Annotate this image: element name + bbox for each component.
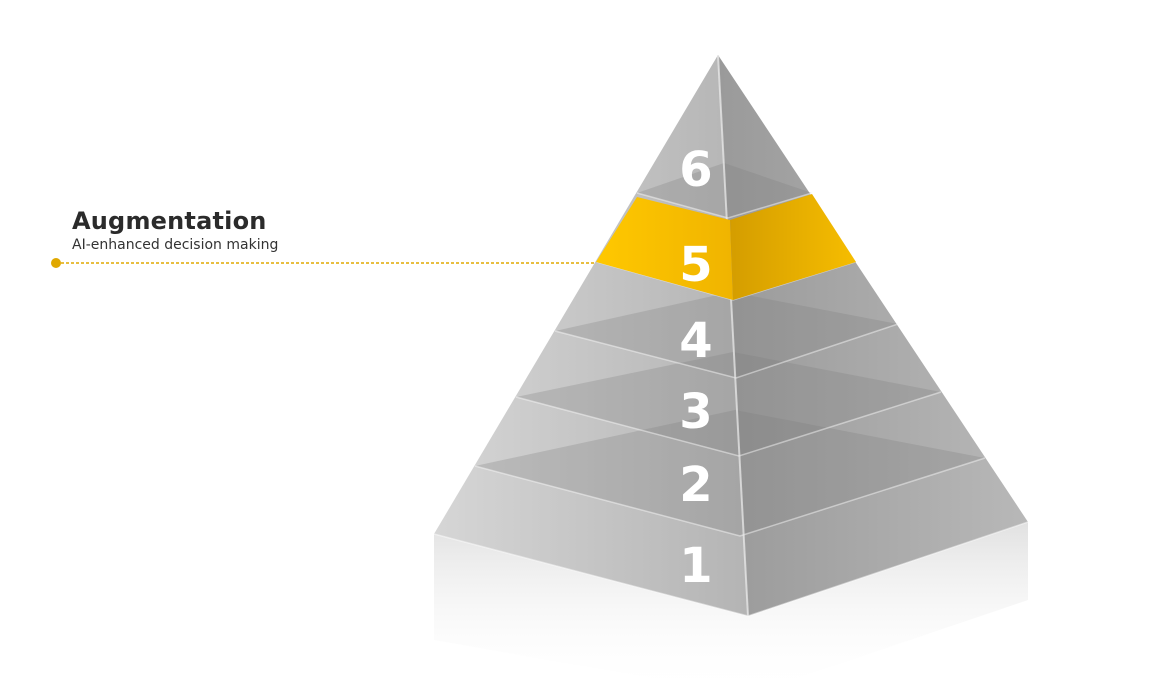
callout-subtitle: AI-enhanced decision making — [72, 237, 279, 253]
callout-title: Augmentation — [72, 207, 267, 235]
callout-connector-dot — [51, 258, 61, 268]
level-4-number: 4 — [679, 313, 712, 369]
level-1-number: 1 — [679, 538, 712, 594]
pyramid-right-face — [718, 55, 1028, 616]
slice-planes — [475, 163, 985, 536]
level-2-number: 2 — [679, 457, 712, 513]
level-callout: Augmentation AI-enhanced decision making — [72, 206, 278, 254]
pyramid-left-face — [434, 55, 748, 616]
level-5-number: 5 — [679, 237, 712, 293]
pyramid-reflection — [434, 522, 1028, 695]
pyramid-front-edge — [717, 54, 749, 617]
level-5-highlight-band — [596, 194, 856, 300]
level-6-number: 6 — [679, 142, 712, 198]
level-3-number: 3 — [679, 384, 712, 440]
